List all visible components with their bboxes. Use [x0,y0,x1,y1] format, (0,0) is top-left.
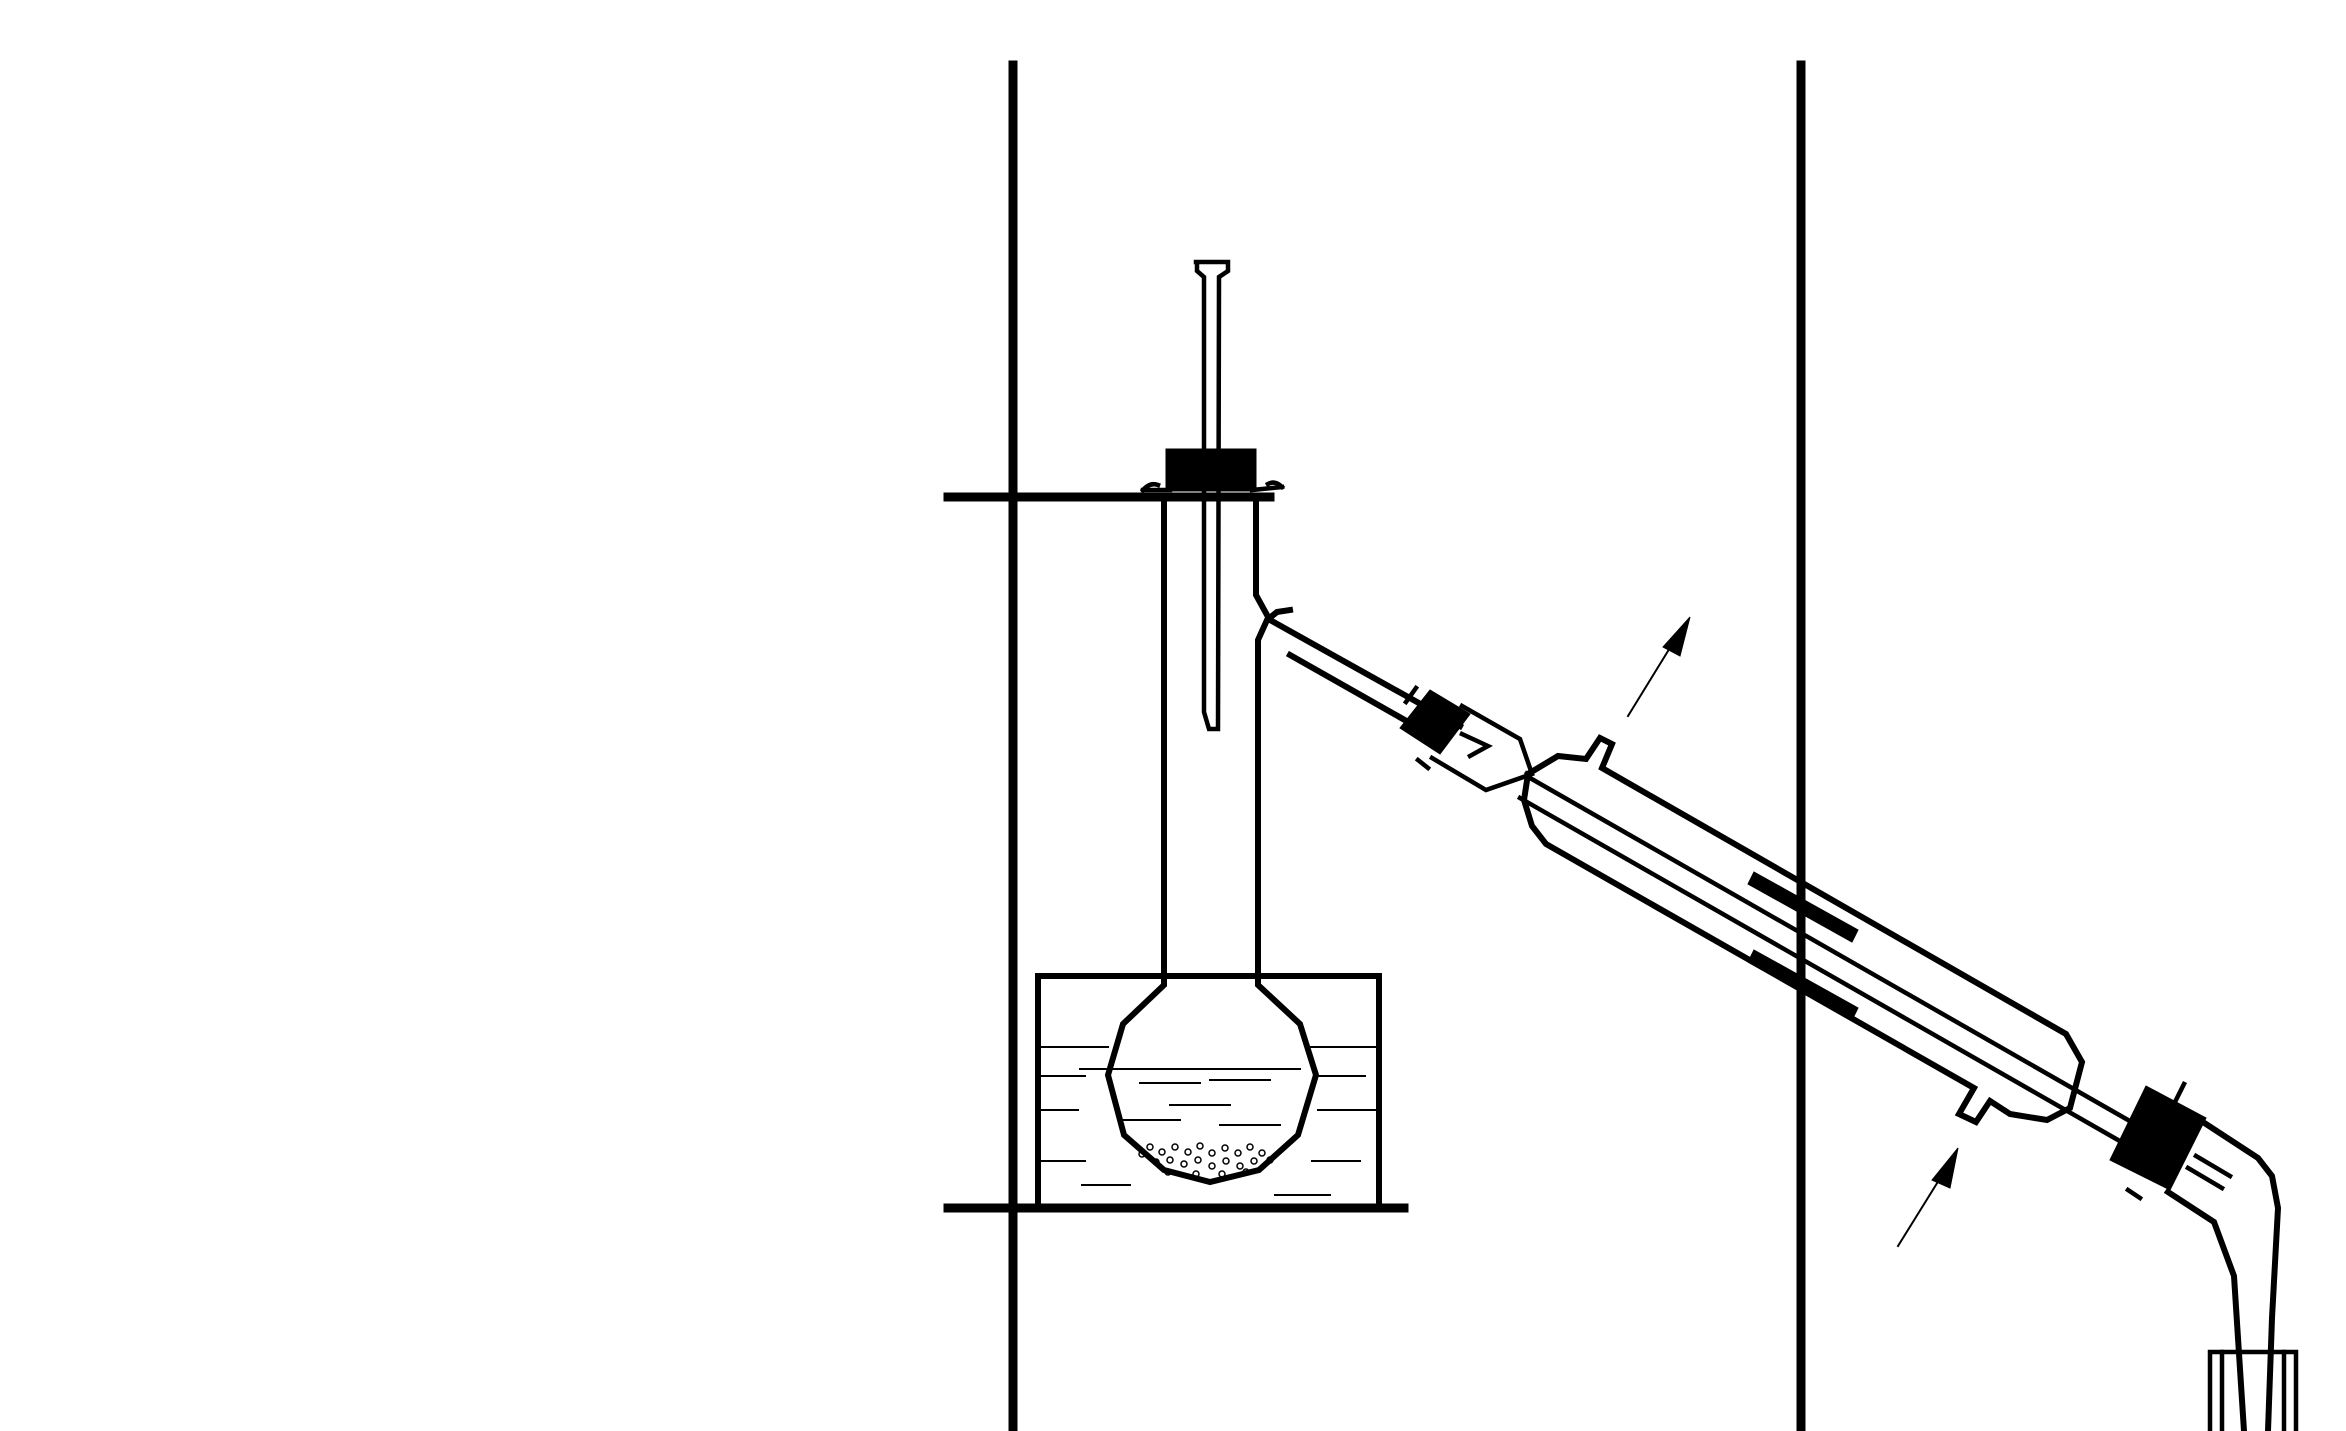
water-bath [1035,973,1382,1209]
condenser-clamp-pad-lower [1747,949,1859,1021]
water-outlet-arrow [1626,616,1691,718]
condenser [1516,734,2132,1144]
receiver-flask [2207,1349,2299,1431]
condenser-clamp-pad-upper [1747,871,1859,943]
stopper [1165,448,1257,492]
stopper-clamp-lip [1139,480,1286,494]
thermometer [1193,259,1231,732]
condenser-outlet-stopper [2109,1080,2207,1202]
boiling-chips [1138,1142,1274,1178]
water-level-lines [1039,1046,1379,1196]
water-inlet-arrow [1896,1147,1959,1248]
condenser-inlet-stopper [1399,684,1535,793]
round-bottom-flask [1104,500,1320,1186]
